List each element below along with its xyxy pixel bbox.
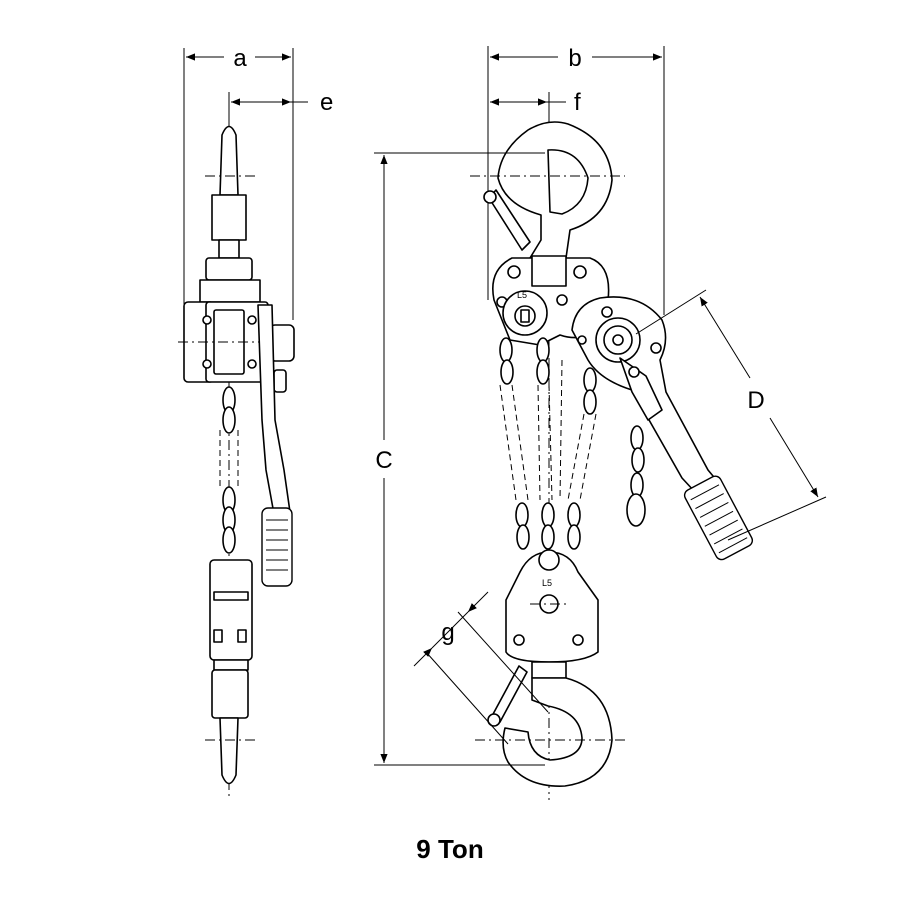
load-chain-side: [219, 386, 239, 554]
dimension-d: D: [635, 289, 827, 541]
front-view: L5: [470, 46, 754, 800]
dimension-e: e: [231, 89, 333, 116]
dimension-label-b: b: [568, 45, 581, 72]
bottom-hook-front: [502, 677, 613, 787]
handle-grip-side: [261, 507, 293, 587]
side-view: [178, 48, 295, 800]
dimension-label-d: D: [747, 387, 764, 414]
body-marking-bottom: L5: [542, 578, 552, 588]
bottom-hook-latch: [491, 665, 528, 723]
dimension-g: g: [413, 591, 549, 745]
upper-housing-side: [205, 257, 253, 281]
load-chain-front: [499, 337, 597, 550]
bottom-hook-side: [219, 717, 239, 785]
top-hook-side: [219, 125, 239, 196]
dimension-b: b: [490, 45, 662, 72]
handle-grip-front: [683, 475, 754, 561]
grip-texture-side: [266, 519, 288, 571]
dimension-label-f: f: [574, 89, 581, 116]
dimension-label-a: a: [233, 45, 247, 72]
diagram-caption: 9 Ton: [416, 834, 484, 864]
dimension-c: C: [374, 152, 545, 766]
hand-chain-front: [626, 425, 646, 527]
dimension-f: f: [490, 89, 581, 116]
bottom-block-side: [209, 559, 253, 661]
top-swivel-side: [211, 194, 247, 241]
dimension-a: a: [186, 45, 291, 72]
dimension-label-c: C: [375, 447, 392, 474]
dimension-label-g: g: [441, 619, 454, 646]
body-marking-top: L5: [517, 290, 527, 300]
dimension-label-e: e: [320, 89, 333, 116]
